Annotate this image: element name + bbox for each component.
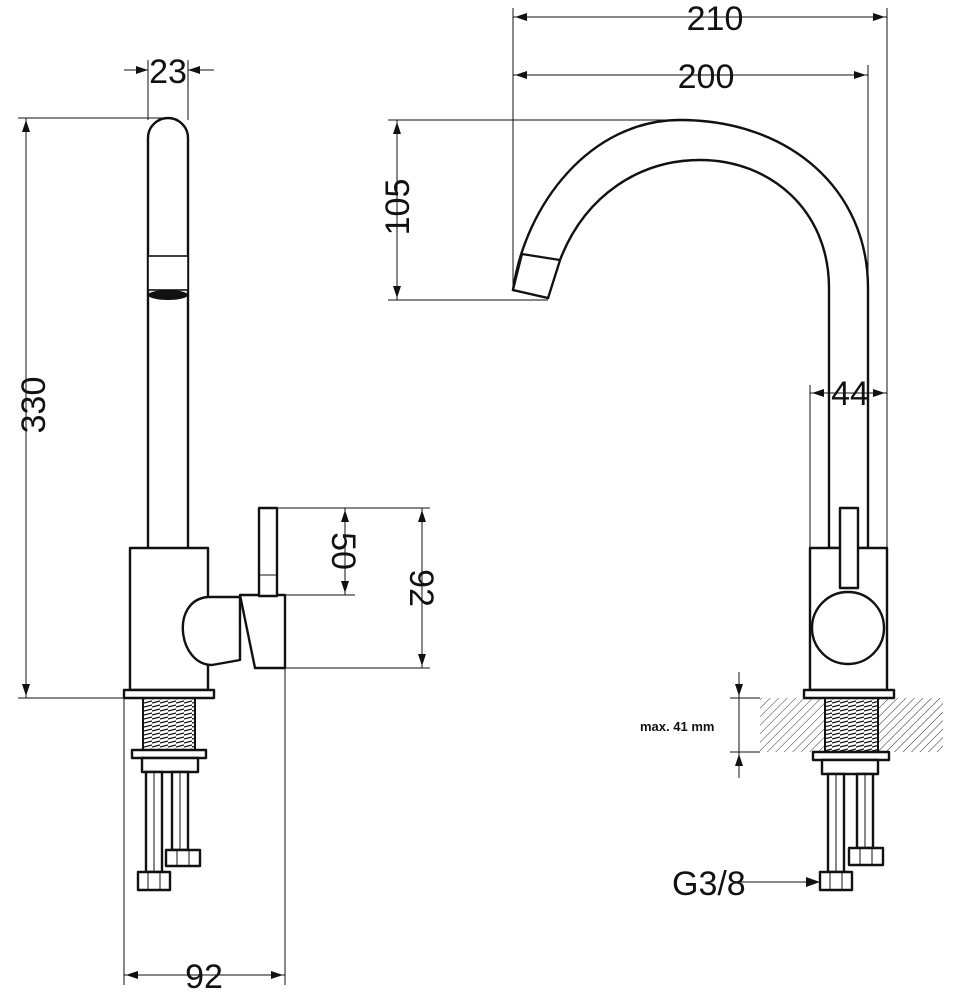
dim-spout-diameter-label: 23: [149, 53, 187, 91]
dim-total-reach-label: 210: [687, 0, 744, 38]
side-aerator-outlet: [148, 290, 188, 300]
dim-body-to-lever-top-label: 92: [402, 569, 440, 607]
dim-base-depth: 92: [123, 668, 286, 996]
side-base-plate: [122, 688, 216, 700]
front-threaded-shank: [824, 697, 879, 753]
dim-body-to-lever-top: 92: [285, 507, 440, 669]
side-supply-hoses: [136, 770, 202, 892]
side-aerator: [147, 255, 189, 291]
dim-total-height: 330: [15, 117, 168, 699]
front-base-plate: [802, 688, 896, 700]
dim-base-depth-label: 92: [185, 958, 223, 996]
dim-body-width: 44: [809, 375, 888, 548]
dim-countertop-thickness-label: max. 41 mm: [640, 719, 714, 734]
dim-lever-height: 50: [277, 507, 362, 596]
side-view: 23 330 50 92: [15, 53, 440, 996]
side-spout-tube: [146, 116, 190, 548]
dim-spout-reach-label: 200: [678, 58, 735, 96]
front-aerator: [511, 252, 562, 300]
dim-total-height-label: 330: [15, 377, 53, 434]
side-cartridge-housing: [181, 595, 242, 667]
countertop-right: [878, 698, 943, 752]
dim-spout-drop-label: 105: [379, 179, 417, 236]
front-view: 210 200 105 44: [379, 0, 943, 903]
dim-total-reach: 210: [512, 0, 888, 690]
side-lever-base: [238, 593, 287, 670]
dim-spout-reach: 200: [513, 58, 869, 288]
dim-body-width-label: 44: [831, 375, 869, 413]
front-supply-hoses: [818, 772, 885, 892]
front-lever-handle: [838, 506, 860, 590]
side-threaded-shank: [142, 697, 196, 751]
callout-connection-thread: G3/8: [672, 865, 820, 903]
front-cartridge-cap: [810, 590, 886, 666]
side-lever-handle: [257, 506, 279, 598]
front-gooseneck-spout: [511, 118, 870, 550]
callout-connection-thread-label: G3/8: [672, 865, 746, 903]
dim-spout-drop: 105: [379, 119, 680, 301]
side-nut-body: [140, 756, 200, 774]
dim-spout-diameter: 23: [124, 53, 214, 120]
front-nut-body: [820, 758, 880, 776]
countertop-left: [760, 698, 825, 752]
dim-lever-height-label: 50: [324, 532, 362, 570]
dim-countertop-thickness: max. 41 mm: [640, 672, 760, 778]
